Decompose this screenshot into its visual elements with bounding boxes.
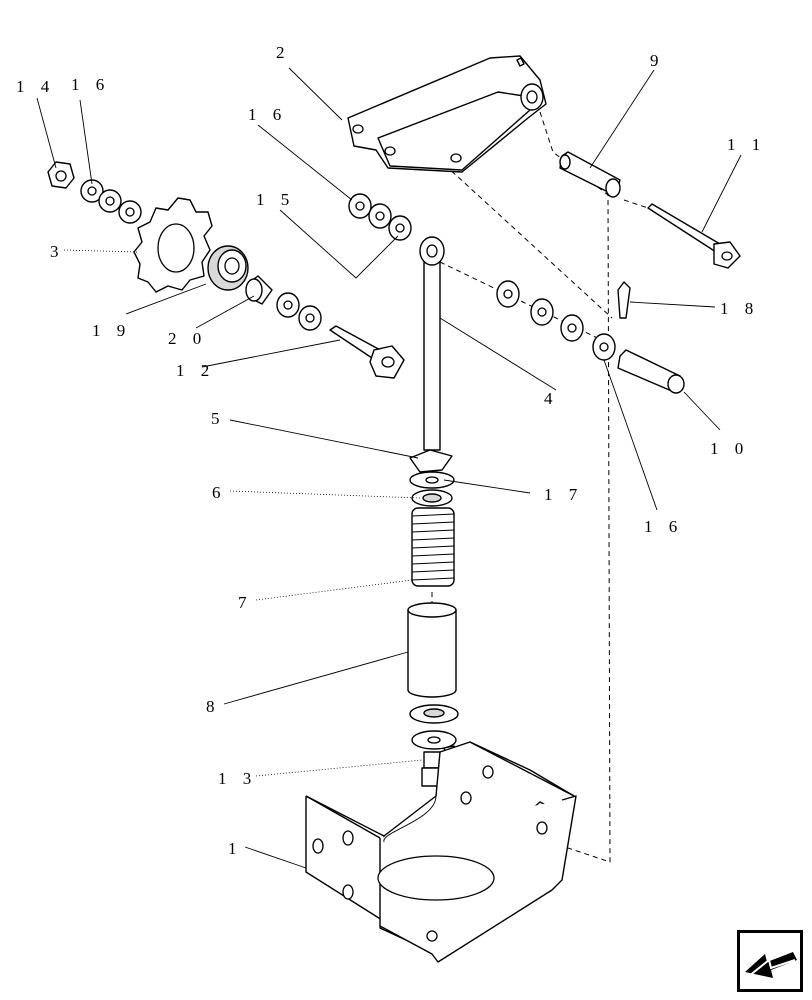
washers-bolt-12: [276, 292, 322, 331]
part-4-rod: [419, 236, 445, 451]
part-16-washers-top: [348, 193, 412, 241]
washers-lower: [409, 704, 459, 750]
callout-9: 9: [650, 51, 665, 70]
callout-4: 4: [544, 389, 559, 408]
part-14-nut: [47, 161, 75, 189]
callout-17: 1 7: [544, 485, 583, 504]
callout-13: 1 3: [218, 769, 257, 788]
part-11-bolt: [647, 203, 741, 269]
part-9-sleeve: [559, 151, 621, 198]
part-18-cotter-pin: [617, 281, 631, 319]
washers-right: [496, 280, 616, 361]
callout-6: 6: [212, 483, 227, 502]
callout-19: 1 9: [92, 321, 131, 340]
callout-20: 2 0: [168, 329, 207, 348]
part-6-retainer: [411, 489, 453, 507]
callout-10: 1 0: [710, 439, 749, 458]
callout-16-top: 1 6: [248, 105, 287, 124]
arrow-back-icon: [737, 930, 803, 992]
callout-14: 1 4: [16, 77, 55, 96]
callout-11: 1 1: [727, 135, 766, 154]
callout-16-left: 1 6: [71, 75, 110, 94]
callout-15: 1 5: [256, 190, 295, 209]
part-20-bushing: [245, 275, 273, 305]
callout-18: 1 8: [720, 299, 759, 318]
part-2-link-arm: [347, 55, 547, 173]
back-navigation-button[interactable]: [737, 930, 803, 992]
callout-12: 1 2: [176, 361, 215, 380]
callout-8: 8: [206, 697, 221, 716]
callout-labels: 1 4 1 6 2 1 6 1 5 3 1 9 2 0 1 2 9 1 1 1 …: [16, 43, 766, 858]
callout-3: 3: [50, 242, 65, 261]
callout-7: 7: [238, 593, 253, 612]
part-3-sprocket: [133, 197, 213, 293]
callout-2: 2: [276, 43, 291, 62]
part-5-clip: [409, 449, 453, 473]
part-1-bracket: [305, 741, 577, 963]
part-10-pin: [617, 349, 685, 394]
callout-5: 5: [211, 409, 226, 428]
part-19-bearing: [207, 245, 249, 291]
part-12-bolt: [329, 325, 405, 379]
part-16-washers-left: [80, 179, 142, 224]
leader-lines: [36, 67, 742, 869]
callout-16-right: 1 6: [644, 517, 683, 536]
part-17-washer: [409, 471, 455, 489]
part-7-spring: [411, 507, 455, 587]
callout-1: 1: [228, 839, 243, 858]
part-8-tube: [407, 602, 457, 698]
